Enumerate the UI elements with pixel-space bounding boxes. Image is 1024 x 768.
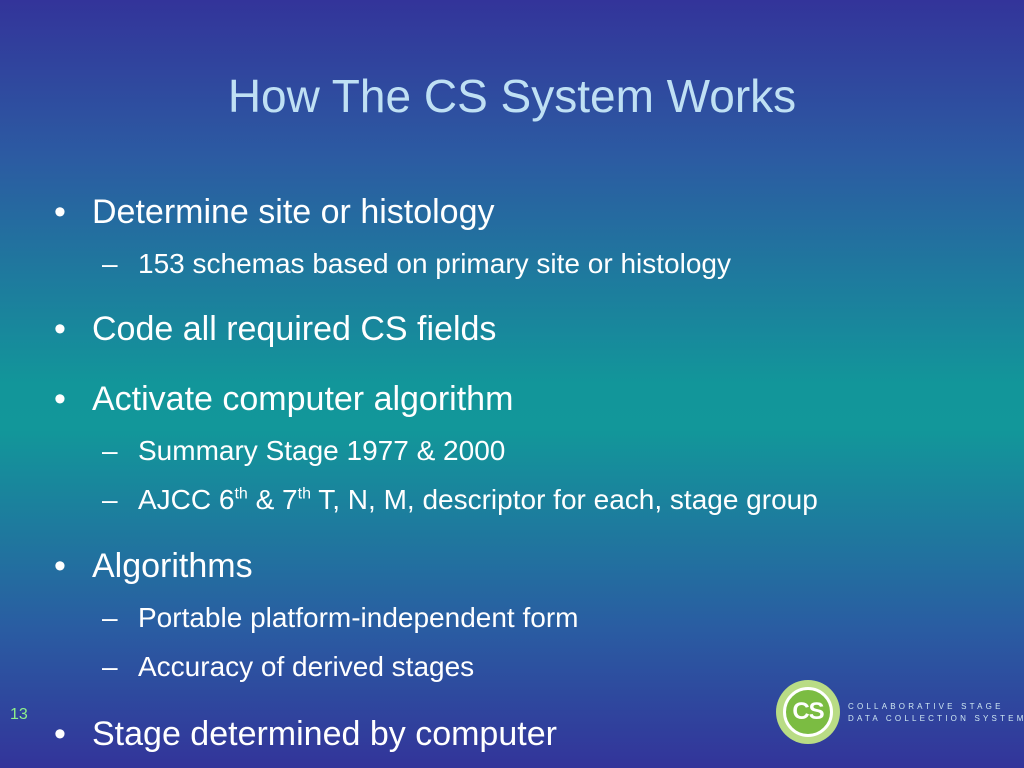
bullet-icon: • bbox=[54, 715, 66, 753]
logo-line-1: COLLABORATIVE STAGE bbox=[848, 702, 1004, 711]
ordinal-suffix: th bbox=[234, 485, 248, 503]
sub-bullet-text: 153 schemas based on primary site or his… bbox=[138, 248, 731, 279]
ajcc-text-1: AJCC 6 bbox=[138, 484, 235, 515]
sub-bullet-text: Summary Stage 1977 & 2000 bbox=[138, 435, 506, 466]
dash-icon: – bbox=[102, 435, 118, 466]
page-number: 13 bbox=[10, 706, 28, 723]
dash-icon: – bbox=[102, 484, 118, 515]
ajcc-text-3: T, N, M, descriptor for each, stage grou… bbox=[310, 484, 818, 515]
sub-bullet-text: Portable platform-independent form bbox=[138, 602, 579, 633]
dash-icon: – bbox=[102, 248, 118, 279]
dash-icon: – bbox=[102, 651, 118, 682]
cs-logo-mark: CS bbox=[783, 687, 833, 737]
dash-icon: – bbox=[102, 602, 118, 633]
cs-logo-icon: CS bbox=[776, 680, 840, 744]
bullet-text: Algorithms bbox=[92, 547, 253, 585]
bullet-icon: • bbox=[54, 380, 66, 418]
bullet-icon: • bbox=[54, 547, 66, 585]
slide-title: How The CS System Works bbox=[227, 70, 797, 122]
ajcc-text-2: & 7 bbox=[247, 484, 298, 515]
sub-bullet-text: AJCC 6th & 7th T, N, M, descriptor for e… bbox=[138, 483, 818, 517]
bullet-text: Activate computer algorithm bbox=[92, 380, 514, 418]
bullet-text: Stage determined by computer bbox=[92, 715, 557, 753]
ordinal-suffix: th bbox=[297, 485, 311, 503]
logo-wordmark: COLLABORATIVE STAGE DATA COLLECTION SYST… bbox=[848, 701, 1024, 725]
sub-bullet-text: Accuracy of derived stages bbox=[138, 651, 475, 682]
bullet-icon: • bbox=[54, 193, 66, 231]
bullet-text: Determine site or histology bbox=[92, 193, 495, 231]
bullet-icon: • bbox=[54, 310, 66, 348]
logo-line-2: DATA COLLECTION SYSTEM bbox=[848, 714, 1024, 723]
bullet-text: Code all required CS fields bbox=[92, 310, 497, 348]
